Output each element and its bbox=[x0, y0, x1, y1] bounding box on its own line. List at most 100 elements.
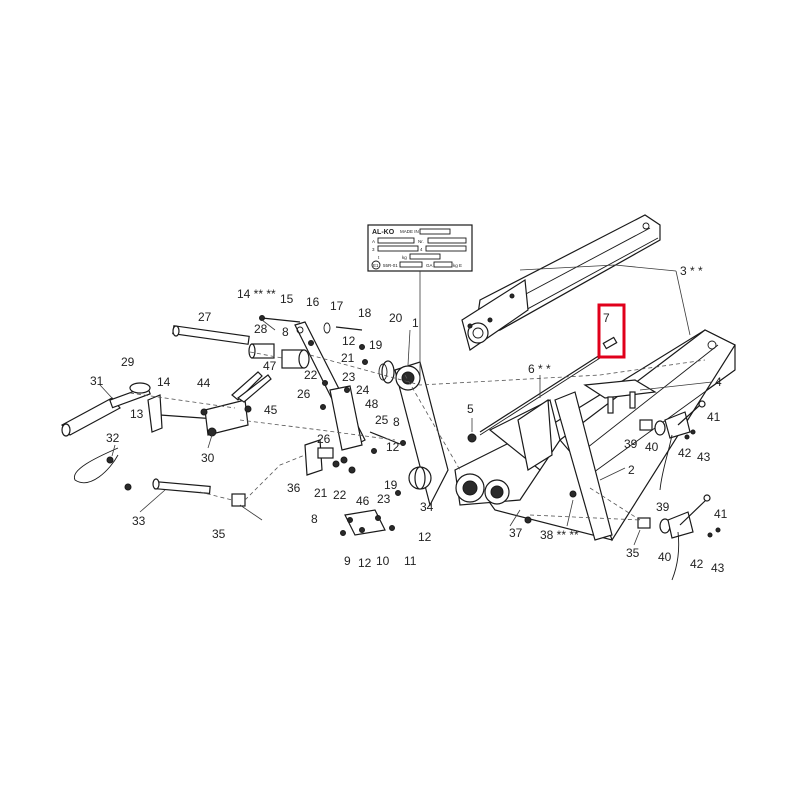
callout-27: 27 bbox=[198, 310, 212, 324]
callout-2: 2 bbox=[628, 463, 635, 477]
sleeve-part-35 bbox=[231, 493, 246, 507]
nameplate-brand: AL-KO bbox=[372, 229, 395, 236]
callout-13: 13 bbox=[130, 407, 144, 421]
callout-38: 38 ** ** bbox=[540, 528, 579, 542]
callout-31: 31 bbox=[90, 374, 104, 388]
callout-39-lower: 39 bbox=[656, 500, 670, 514]
hub-assembly bbox=[454, 398, 561, 506]
callout-12-c: 12 bbox=[358, 556, 372, 570]
disc-part-34 bbox=[414, 466, 426, 490]
pivot-arm bbox=[394, 361, 449, 507]
callout-23-upper: 23 bbox=[342, 370, 356, 384]
pin-part-15 bbox=[261, 317, 301, 323]
callout-17: 17 bbox=[330, 299, 344, 313]
callout-16: 16 bbox=[306, 295, 320, 309]
callout-43-upper: 43 bbox=[697, 450, 711, 464]
callout-32: 32 bbox=[106, 431, 120, 445]
nameplate: AL-KO MADE IN A Nr. 3 4 t kg E1 55R-01 G… bbox=[367, 224, 473, 272]
nameplate-row-a: A bbox=[372, 239, 375, 244]
callout-12-b: 12 bbox=[386, 440, 400, 454]
nameplate-approval: E1 bbox=[373, 263, 379, 268]
callout-19-lower: 19 bbox=[384, 478, 398, 492]
callout-39-upper: 39 bbox=[624, 437, 638, 451]
callout-22-lower: 22 bbox=[333, 488, 347, 502]
callout-14-top: 14 ** ** bbox=[237, 287, 276, 301]
callout-21-lower: 21 bbox=[314, 486, 328, 500]
callout-9: 9 bbox=[344, 554, 351, 568]
shaft-part-33 bbox=[152, 478, 211, 495]
nameplate-kge: kg E bbox=[453, 263, 462, 268]
bracket-part-46 bbox=[340, 509, 395, 536]
nameplate-row-3: 3 bbox=[372, 247, 375, 252]
callout-labels: 1 2 3 * * 4 5 6 * * 7 8 8 8 9 10 11 12 1… bbox=[90, 264, 728, 575]
nameplate-row-t: t bbox=[378, 255, 380, 260]
callout-18: 18 bbox=[358, 306, 372, 320]
nut-part-5 bbox=[467, 433, 477, 443]
callout-12-d: 12 bbox=[418, 530, 432, 544]
callout-41-upper: 41 bbox=[707, 410, 721, 424]
callout-6: 6 * * bbox=[528, 362, 551, 376]
callout-24: 24 bbox=[356, 383, 370, 397]
nameplate-code: 55R-01 bbox=[383, 263, 398, 268]
callout-35-right: 35 bbox=[626, 546, 640, 560]
frame-upper bbox=[461, 214, 661, 351]
callout-44: 44 bbox=[197, 376, 211, 390]
callout-33: 33 bbox=[132, 514, 146, 528]
callout-40-upper: 40 bbox=[645, 440, 659, 454]
callout-47: 47 bbox=[263, 359, 277, 373]
callout-29: 29 bbox=[121, 355, 135, 369]
callout-15: 15 bbox=[280, 292, 294, 306]
callout-23-lower: 23 bbox=[377, 492, 391, 506]
callout-36: 36 bbox=[287, 481, 301, 495]
callout-11: 11 bbox=[404, 554, 417, 568]
callout-26-lower: 26 bbox=[317, 432, 331, 446]
lever-part-16 bbox=[294, 321, 366, 451]
callout-42-lower: 42 bbox=[690, 557, 704, 571]
shaft-part-27 bbox=[172, 325, 250, 345]
nameplate-row-4: 4 bbox=[420, 247, 423, 252]
callout-28: 28 bbox=[254, 322, 268, 336]
bracket-part-36 bbox=[304, 439, 334, 476]
callout-34: 34 bbox=[420, 500, 434, 514]
callout-42-upper: 42 bbox=[678, 446, 692, 460]
callout-22-upper: 22 bbox=[304, 368, 318, 382]
leader-lines bbox=[99, 264, 713, 546]
callout-14-hitch: 14 bbox=[157, 375, 171, 389]
callout-26-upper: 26 bbox=[297, 387, 311, 401]
callout-37: 37 bbox=[509, 526, 523, 540]
callout-19-upper: 19 bbox=[369, 338, 383, 352]
callout-25: 25 bbox=[375, 413, 389, 427]
frame-lower bbox=[469, 329, 736, 542]
nameplate-ga: GA bbox=[426, 263, 433, 268]
nameplate-row-nr: Nr. bbox=[418, 239, 424, 244]
callout-12-a: 12 bbox=[342, 334, 356, 348]
callout-10: 10 bbox=[376, 554, 390, 568]
hub-part-47 bbox=[281, 349, 310, 369]
callout-4: 4 bbox=[715, 375, 722, 389]
screw-part-14 bbox=[259, 315, 265, 321]
nameplate-row-kg: kg bbox=[402, 255, 407, 260]
callout-30: 30 bbox=[201, 451, 215, 465]
callout-8-mid: 8 bbox=[393, 415, 400, 429]
callout-5: 5 bbox=[467, 402, 474, 416]
cable-part-32 bbox=[74, 447, 119, 483]
sleeve-part-28 bbox=[248, 343, 275, 359]
highlight-box-part-7 bbox=[597, 303, 626, 359]
callout-43-lower: 43 bbox=[711, 561, 725, 575]
callout-7: 7 bbox=[603, 311, 610, 325]
callout-20: 20 bbox=[389, 311, 403, 325]
callout-40-lower: 40 bbox=[658, 550, 672, 564]
callout-1: 1 bbox=[412, 316, 419, 330]
hitch-assembly bbox=[61, 371, 272, 437]
callout-41-lower: 41 bbox=[714, 507, 728, 521]
washer-part-17 bbox=[323, 322, 331, 334]
callout-21-upper: 21 bbox=[341, 351, 355, 365]
pin-part-7 bbox=[602, 336, 618, 350]
callout-46: 46 bbox=[356, 494, 370, 508]
hardware-right bbox=[524, 400, 721, 581]
assembly-lines bbox=[129, 351, 706, 521]
callout-8-lower: 8 bbox=[311, 512, 318, 526]
bolt-part-18 bbox=[335, 326, 363, 331]
